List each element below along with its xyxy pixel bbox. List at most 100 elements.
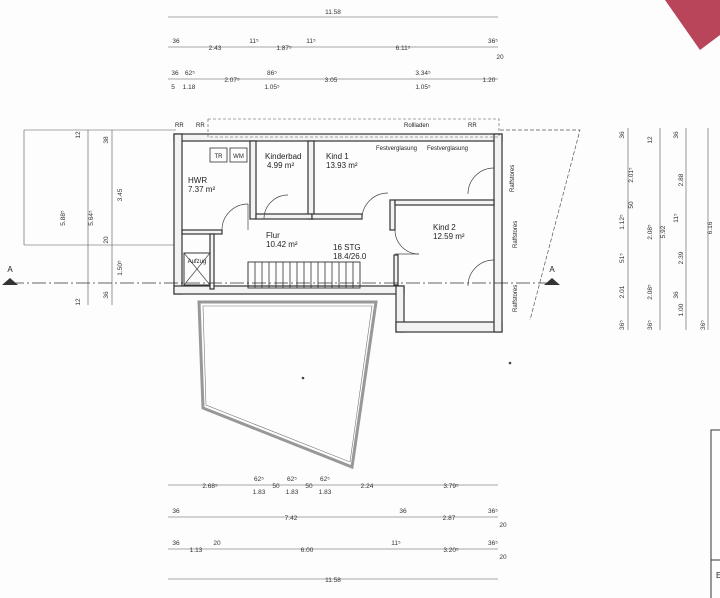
terrace-outline: [197, 300, 378, 470]
room-flur-area: 10.42 m²: [266, 240, 298, 249]
dim-label: 12: [75, 131, 82, 139]
section-label-right: A: [549, 265, 555, 274]
left-dimension-chains: 12 38 3.45 5.88⁵ 5.64⁵ 20 1.50⁵ 36 12: [23, 129, 176, 306]
dim-label: 2.87: [443, 515, 456, 522]
dim-label: 6.00: [301, 547, 314, 554]
dim-label: 2.01⁵: [628, 167, 635, 183]
dim-label: 3.34⁵: [415, 70, 431, 77]
dim-label: 2.08⁵: [647, 224, 654, 240]
title-block-letter: E: [716, 571, 720, 580]
building-walls: [173, 133, 503, 333]
dim-label: 36: [673, 131, 680, 139]
dim-label: 20: [213, 540, 221, 547]
section-marker-right-icon: [544, 278, 560, 285]
dim-label: 1.83: [253, 489, 266, 496]
room-kinderbad-area: 4.99 m²: [267, 161, 294, 170]
raffstores-label: Raffstores: [513, 285, 519, 312]
dim-total-bottom: 11.58: [325, 577, 341, 584]
rr-label: RR: [468, 123, 477, 129]
door-swings: [221, 167, 495, 287]
dim-label: 2.68⁵: [202, 483, 218, 490]
dim-label: 20: [103, 236, 110, 244]
staircase: [247, 261, 361, 289]
washer-label: WM: [233, 154, 244, 160]
dim-label: 2.07⁵: [224, 77, 240, 84]
title-block-edge: [710, 429, 720, 598]
dim-label: 11⁵: [306, 38, 316, 45]
dim-label: 2.08⁵: [647, 284, 654, 300]
stairs-name: 16 STG: [333, 243, 361, 252]
dim-label: 20: [499, 554, 507, 561]
raffstores-label: Raffstores: [513, 221, 519, 248]
dim-label: 1.83: [319, 489, 332, 496]
raffstores-label: Raffstores: [510, 165, 516, 192]
dim-label: 11⁵: [391, 540, 401, 547]
room-hwr-name: HWR: [188, 176, 207, 185]
dim-label: 2.24: [361, 483, 374, 490]
dim-label: 1.13: [190, 547, 203, 554]
dim-label: 1.20: [483, 77, 496, 84]
dim-label: 12: [647, 136, 654, 144]
dim-label: 1.50⁵: [117, 260, 124, 276]
dim-label: 36: [172, 508, 180, 515]
dim-label: 11⁵: [673, 213, 680, 223]
dim-label: 36⁵: [647, 320, 654, 330]
room-flur-name: Flur: [266, 231, 280, 240]
dim-label: 86⁵: [267, 70, 277, 77]
dim-label: 2.88: [678, 173, 685, 186]
dim-label: 36⁵: [700, 320, 707, 330]
dim-label: 1.12⁵: [619, 214, 626, 230]
dim-label: 1.05⁵: [415, 84, 431, 91]
fixed-glazing-label: Festverglasung: [376, 146, 417, 152]
section-label-left: A: [7, 265, 13, 274]
dim-label: 50: [272, 483, 280, 490]
corner-stamp: [665, 0, 720, 50]
dim-label: 20: [496, 54, 504, 61]
dim-label: 5.88⁵: [60, 210, 67, 226]
dim-label: 1.18: [183, 84, 196, 91]
dim-label: 6.16: [707, 221, 714, 234]
dim-label: 5.64⁵: [88, 210, 95, 226]
room-kinderbad-name: Kinderbad: [265, 152, 301, 161]
dim-label: 5.92: [660, 225, 667, 238]
dim-label: 1.05⁵: [264, 84, 280, 91]
dim-label: 2.43: [209, 45, 222, 52]
dim-label: 36⁵: [488, 508, 498, 515]
dim-label: 12: [75, 298, 82, 306]
dim-label: 36: [171, 70, 179, 77]
rollladen-label: Rollladen: [404, 123, 429, 129]
dim-label: 1.87⁵: [276, 45, 292, 52]
section-marker-left-icon: [2, 278, 18, 285]
dim-label: 11⁵: [249, 38, 259, 45]
stairs-detail: 18.4/26.0: [333, 252, 367, 261]
dim-label: 1.83: [286, 489, 299, 496]
dim-label: 36⁵: [488, 540, 498, 547]
dim-label: 36: [103, 291, 110, 299]
room-kind2-area: 12.59 m²: [433, 232, 465, 241]
dim-total-top: 11.58: [325, 9, 341, 16]
top-dimension-chains: 11.58 36 2.43 11⁵ 1.87⁵ 11⁵ 6.11⁵ 36⁵ 20…: [168, 9, 504, 91]
dim-label: 3.45: [117, 188, 124, 201]
dim-label: 2.01: [619, 285, 626, 298]
room-kind2-name: Kind 2: [433, 223, 456, 232]
right-dimension-chains: 36 12 36 2.01⁵ 2.88 6.16 50 1.12⁵ 2.08⁵ …: [619, 128, 714, 330]
dim-label: 50: [628, 201, 635, 209]
dim-label: 6.11⁵: [396, 45, 411, 52]
dim-label: 36⁵: [619, 320, 626, 330]
dim-label: 20: [499, 522, 507, 529]
rr-label: RR: [175, 123, 184, 129]
dim-label: 62⁵: [287, 476, 297, 483]
dim-label: 7.42: [285, 515, 298, 522]
dim-label: 36: [673, 291, 680, 299]
room-kind1-area: 13.93 m²: [326, 161, 358, 170]
dim-label: 51⁵: [619, 253, 626, 263]
dim-label: 36⁵: [488, 38, 498, 45]
dim-label: 1.00: [678, 303, 685, 316]
bottom-dimension-chains: 2.68⁵ 62⁵ 50 62⁵ 50 62⁵ 2.24 3.79⁵ 1.83 …: [168, 476, 507, 584]
roof-outline: [500, 129, 581, 321]
room-hwr-area: 7.37 m²: [188, 185, 215, 194]
washer-box: [229, 147, 248, 163]
dim-label: 62⁵: [185, 70, 195, 77]
room-kind1-name: Kind 1: [326, 152, 349, 161]
